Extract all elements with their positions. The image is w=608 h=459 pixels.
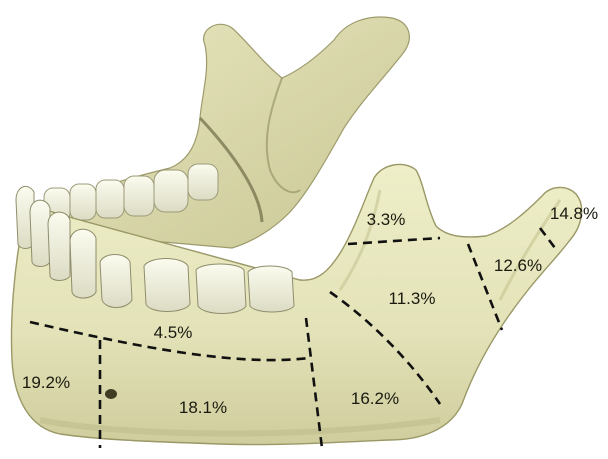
label-body: 18.1% bbox=[179, 398, 227, 417]
label-condyle: 14.8% bbox=[550, 204, 598, 223]
label-coronoid: 3.3% bbox=[367, 210, 406, 229]
label-alveolar: 4.5% bbox=[154, 323, 193, 342]
label-angle: 16.2% bbox=[351, 389, 399, 408]
mental-foramen bbox=[105, 389, 117, 399]
label-condylar-neck: 12.6% bbox=[494, 256, 542, 275]
label-symphysis: 19.2% bbox=[22, 373, 70, 392]
label-ramus-upper: 11.3% bbox=[389, 289, 436, 308]
